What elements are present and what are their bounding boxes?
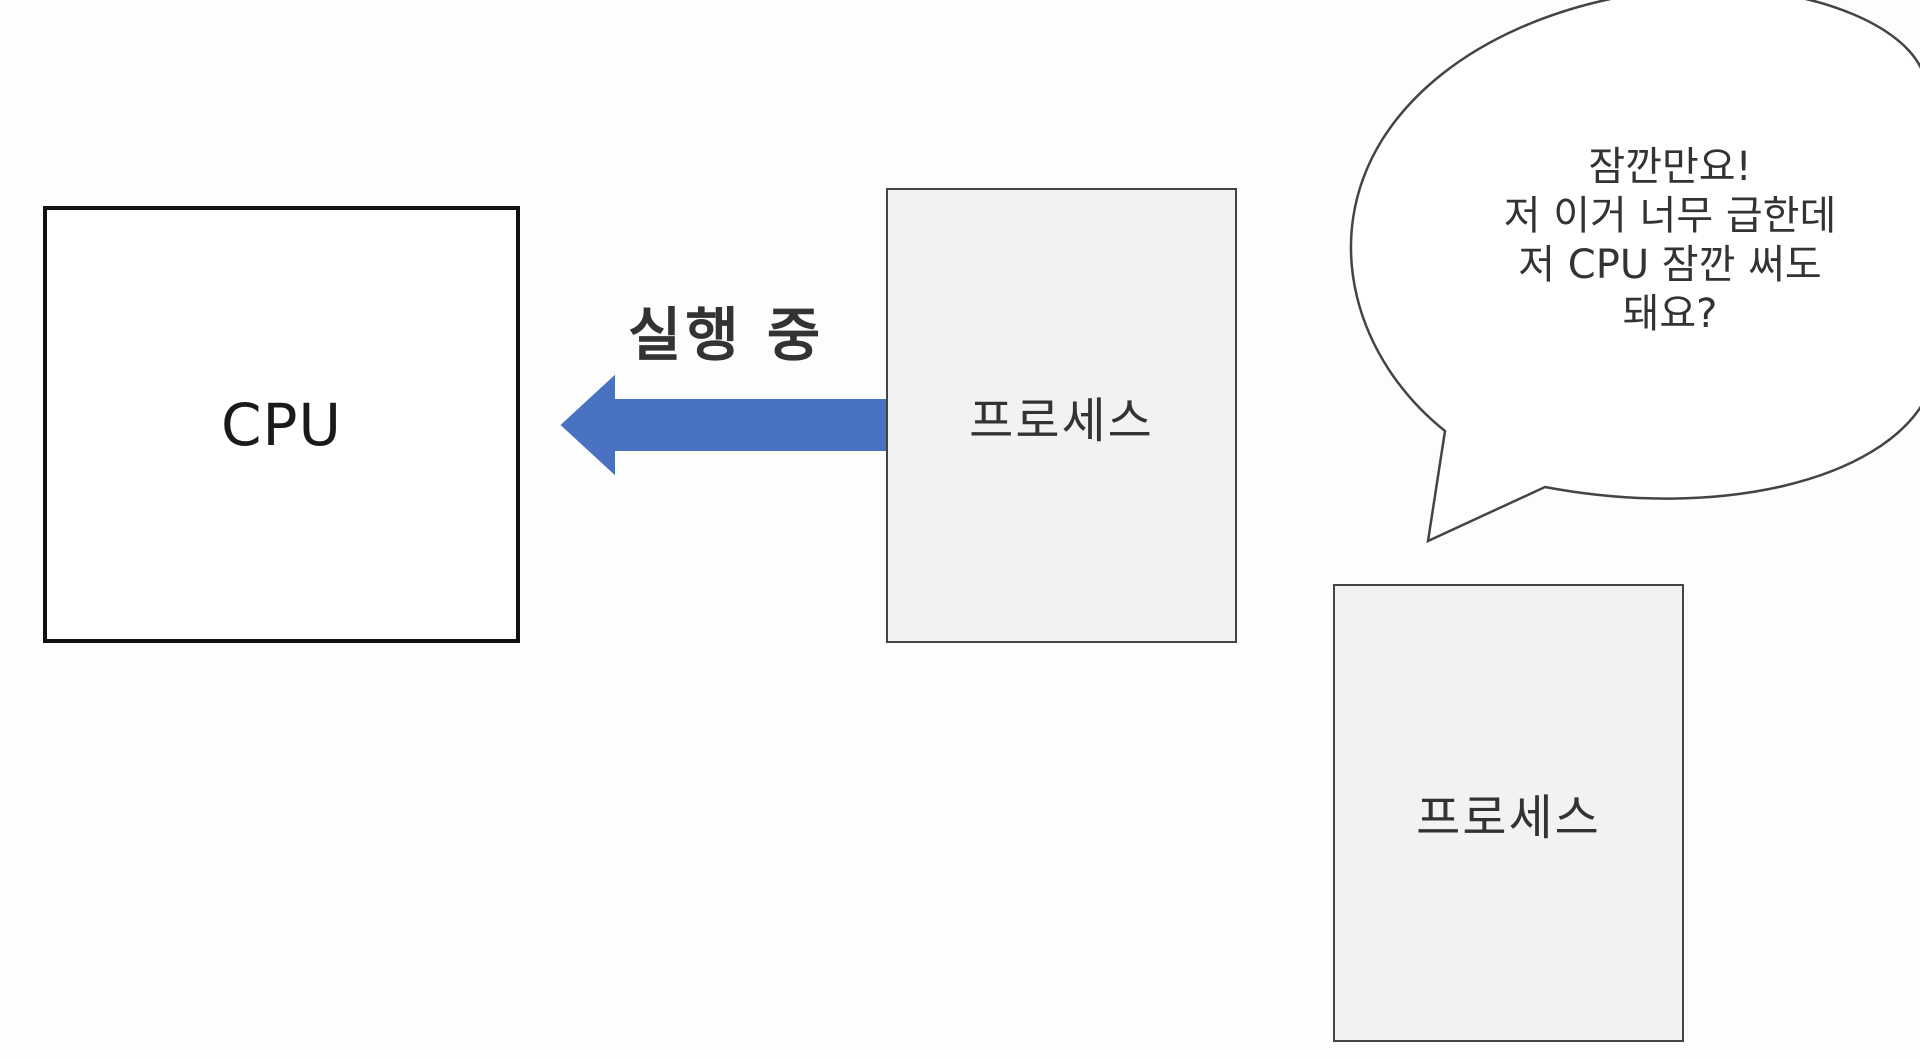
cpu-box: CPU: [43, 206, 520, 643]
process-label: 프로세스: [1416, 790, 1601, 846]
process-box-running: 프로세스: [886, 188, 1237, 643]
speech-bubble-line: 돼요?: [1622, 291, 1718, 337]
process-box-waiting: 프로세스: [1333, 584, 1684, 1042]
speech-bubble-line: 저 CPU 잠깐 써도: [1518, 242, 1822, 288]
cpu-label: CPU: [221, 390, 342, 459]
running-label: 실행 중: [628, 301, 825, 369]
speech-bubble-line: 저 이거 너무 급한데: [1503, 193, 1837, 239]
speech-bubble-line: 잠깐만요!: [1588, 144, 1752, 190]
arrow-to-cpu: [560, 374, 887, 476]
process-label: 프로세스: [969, 392, 1154, 449]
speech-bubble-shape: [1349, 0, 1920, 544]
speech-bubble-text: 잠깐만요! 저 이거 너무 급한데 저 CPU 잠깐 써도 돼요?: [1440, 143, 1900, 339]
